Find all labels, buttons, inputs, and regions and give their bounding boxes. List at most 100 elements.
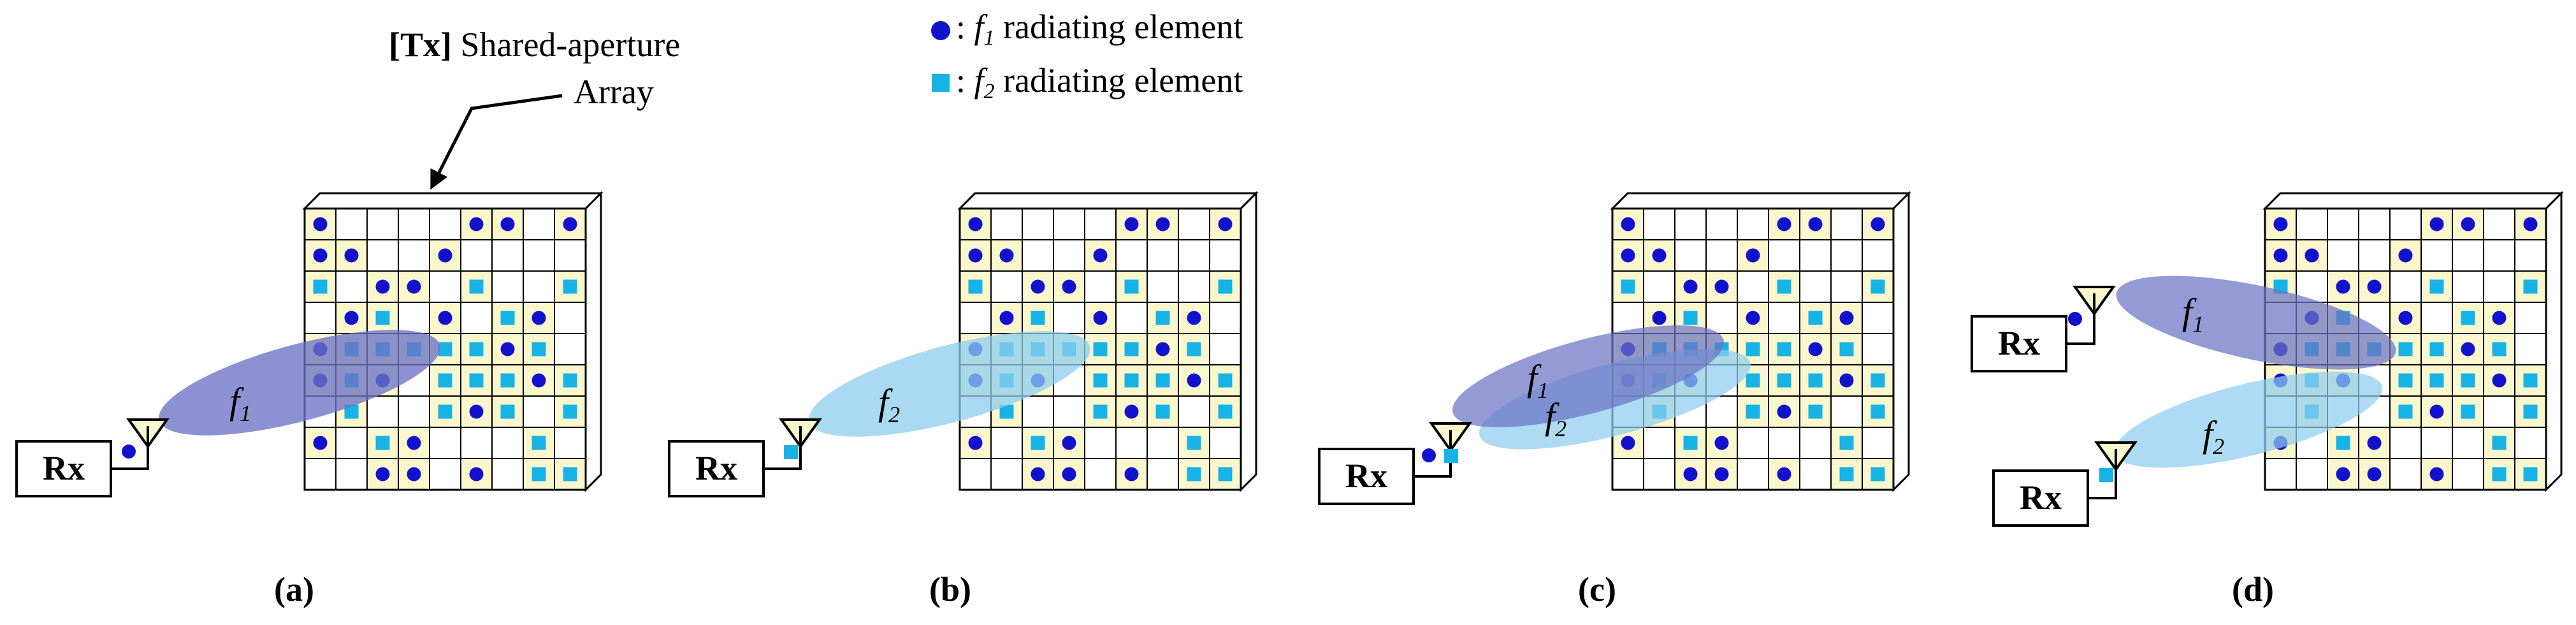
f1-element-icon — [1621, 436, 1635, 450]
f2-element-icon — [1218, 467, 1233, 482]
array-cell — [1084, 208, 1117, 240]
f1-element-icon — [532, 373, 546, 388]
f1-element-icon — [313, 217, 328, 232]
f2-element-icon — [375, 436, 390, 450]
array-cell — [1178, 270, 1210, 303]
f2-element-icon — [1870, 373, 1885, 388]
f1-element-icon — [2429, 467, 2444, 482]
svg-text:: f1 radiating element: : f1 radiating element — [956, 8, 1243, 50]
f1-element-icon — [2367, 279, 2382, 294]
array-side-face — [584, 191, 602, 492]
array-cell — [1178, 395, 1210, 428]
rx-box — [1992, 469, 2089, 527]
f1-element-icon — [2273, 248, 2288, 263]
array-cell — [2327, 239, 2359, 272]
array-cell — [1830, 270, 1863, 303]
f2-element-icon — [1808, 311, 1823, 325]
array-cell — [2389, 458, 2422, 490]
f2-element-icon — [2429, 342, 2444, 357]
array-cell — [429, 208, 461, 240]
f1-element-icon — [2398, 248, 2413, 263]
array-cell — [2483, 395, 2515, 428]
f1-element-icon — [1683, 467, 1698, 482]
array-cell — [1862, 333, 1894, 365]
array-cell — [366, 239, 399, 272]
f2-element-icon — [532, 436, 546, 450]
f2-element-icon — [2461, 373, 2475, 388]
f2-element-icon — [1155, 404, 1170, 419]
f2-element-icon — [1444, 449, 1458, 463]
f1-element-icon — [1870, 217, 1885, 232]
f2-element-icon — [469, 373, 484, 388]
panel-caption: (d) — [2232, 570, 2274, 608]
rx-feed-line — [1414, 457, 1452, 478]
f1-element-icon — [1155, 342, 1170, 357]
array-cell — [2452, 270, 2484, 303]
f1-element-icon — [1652, 248, 1667, 263]
f1-element-icon — [1621, 217, 1635, 232]
array-cell — [1053, 239, 1085, 272]
array-cell — [1147, 270, 1179, 303]
f1-element-icon — [563, 217, 577, 232]
legend-f1: : f1 radiating element — [931, 8, 1243, 50]
rx-feed-line — [2088, 476, 2117, 499]
array-cell — [1209, 302, 1241, 334]
array-cell — [1799, 427, 1832, 459]
f2-element-icon — [1187, 342, 1201, 357]
array-cell — [2296, 270, 2328, 303]
f1-element-icon — [968, 217, 983, 232]
f1-element-icon — [2367, 436, 2382, 450]
tx-arrow — [430, 94, 563, 190]
f1-element-icon — [2461, 217, 2475, 232]
array-cell — [1768, 239, 1800, 272]
f1-element-icon — [344, 311, 359, 325]
radiation-beam — [1452, 325, 1725, 427]
f1-element-icon — [2492, 311, 2507, 325]
array-cell — [2296, 208, 2328, 240]
legend: : f1 radiating element : f2 radiating el… — [931, 8, 1243, 103]
f2-element-icon — [1683, 436, 1698, 450]
array-cell — [1022, 239, 1054, 272]
svg-text:: f2 radiating element: : f2 radiating element — [956, 61, 1243, 103]
beam-layer: f1 — [159, 330, 440, 436]
f2-element-icon — [1031, 311, 1045, 325]
f2-element-icon — [563, 467, 577, 482]
f1-element-icon — [2429, 404, 2444, 419]
array-cell — [398, 208, 430, 240]
array-cell — [1147, 458, 1179, 490]
f2-element-icon — [1683, 311, 1698, 325]
array-cell — [1209, 239, 1241, 272]
f2-element-icon — [1218, 404, 1233, 419]
f2-element-icon — [438, 404, 452, 419]
array-cell — [1209, 333, 1241, 365]
array-cell — [2452, 427, 2484, 459]
array-cell — [491, 458, 524, 490]
array-cell — [1178, 427, 1210, 459]
array-cell — [460, 239, 493, 272]
array-cell — [2420, 427, 2453, 459]
f2-element-icon — [1839, 467, 1854, 482]
f2-element-icon — [1124, 342, 1139, 357]
beam-layer: f2 — [809, 331, 1090, 437]
legend-f2-subscript: 2 — [984, 80, 995, 103]
array-cell — [1084, 270, 1117, 303]
rx-box — [15, 440, 112, 497]
f1-element-icon — [1808, 217, 1823, 232]
array-cell — [304, 270, 336, 303]
array-top-face — [302, 192, 604, 210]
f1-element-icon — [375, 467, 390, 482]
f1-element-icon — [968, 436, 983, 450]
rx-box — [1318, 448, 1415, 505]
array-cell — [1643, 270, 1675, 303]
array-cell — [1737, 208, 1769, 240]
rx-feed-line — [2066, 320, 2095, 345]
f1-element-icon — [2461, 342, 2475, 357]
array-cell — [1705, 208, 1738, 240]
array-cell — [1737, 270, 1769, 303]
f2-element-icon — [438, 373, 452, 388]
f2-element-icon — [2492, 436, 2507, 450]
f1-element-icon — [1714, 467, 1729, 482]
f1-element-icon — [500, 342, 515, 357]
